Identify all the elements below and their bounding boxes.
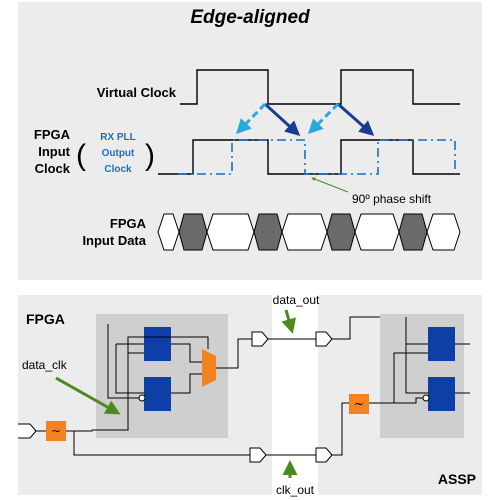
virtual-clock-label: Virtual Clock	[97, 85, 177, 100]
fpga-pll-symbol: ~	[51, 424, 61, 438]
rx-pll-output-clock-waveform	[178, 139, 456, 175]
fpga-input-data-label-line2: Input Data	[82, 233, 146, 248]
rx-pll-label-line3: Clock	[104, 164, 132, 175]
fpga-input-clock-label-line2: Input	[38, 144, 70, 159]
data-transition-2	[253, 213, 283, 251]
data-out-label: data_out	[273, 293, 320, 307]
fpga-label: FPGA	[26, 311, 65, 327]
pll-to-register-wire	[66, 430, 93, 432]
capture-arrow-1	[235, 102, 267, 135]
phase-shift-arrow	[311, 177, 349, 193]
data-clk-label: data_clk	[22, 358, 68, 372]
assp-pll-block	[349, 394, 369, 414]
clk-out-buffer-fpga	[249, 447, 267, 463]
data-out-buffer-assp	[315, 331, 333, 347]
fpga-register-2-invert	[138, 394, 146, 402]
fpga-input-data-label-line1: FPGA	[110, 216, 147, 231]
data-clk-pointer-arrow	[55, 376, 121, 415]
assp-pll-symbol: ~	[354, 397, 364, 411]
pll-to-clk-out-wire	[73, 431, 250, 456]
launch-arrow-2	[337, 102, 375, 136]
assp-register-2-invert	[422, 394, 430, 402]
clk-out-label: clk_out	[276, 483, 315, 497]
data-out-to-assp-wire	[332, 316, 406, 340]
fpga-input-clock-label-line1: FPGA	[34, 127, 71, 142]
right-paren: )	[145, 139, 155, 172]
data-out-pointer-arrow	[281, 309, 296, 334]
fpga-internal-wiring	[92, 324, 209, 431]
clk-out-buffer-assp	[315, 447, 333, 463]
phase-shift-label: 90º phase shift	[352, 192, 432, 206]
assp-label: ASSP	[438, 471, 476, 487]
data-transition-4	[398, 213, 428, 251]
data-eye-2	[206, 213, 255, 251]
data-eye-4	[354, 213, 400, 251]
assp-internal-wiring	[369, 317, 470, 404]
virtual-clock-waveform	[180, 69, 460, 105]
rx-pll-label-line2: Output	[102, 148, 135, 159]
data-out-buffer-fpga	[251, 331, 269, 347]
fpga-register-1	[144, 327, 171, 361]
left-paren: (	[76, 139, 86, 172]
diagram-title: Edge-aligned	[190, 7, 310, 28]
io-gap-channel	[272, 295, 318, 495]
fpga-input-data-waveform	[157, 213, 461, 251]
fpga-pll-block	[46, 421, 66, 441]
data-eye-1	[157, 213, 180, 251]
data-transition-3	[326, 213, 356, 251]
capture-arrow-2	[307, 102, 340, 135]
fpga-register-2	[144, 377, 171, 411]
fpga-input-clock-label-line3: Clock	[35, 161, 71, 176]
mux-to-data-out-wire	[216, 338, 252, 369]
launch-arrow-1	[263, 102, 301, 137]
fpga-output-mux	[202, 349, 216, 387]
data-transition-1	[178, 213, 208, 251]
assp-register-2	[428, 377, 455, 411]
rx-pll-label-line1: RX PLL	[100, 132, 136, 143]
clk-out-to-assp-pll-wire	[332, 402, 349, 456]
data-eye-3	[281, 213, 328, 251]
assp-register-1	[428, 327, 455, 361]
data-eye-5	[426, 213, 461, 251]
